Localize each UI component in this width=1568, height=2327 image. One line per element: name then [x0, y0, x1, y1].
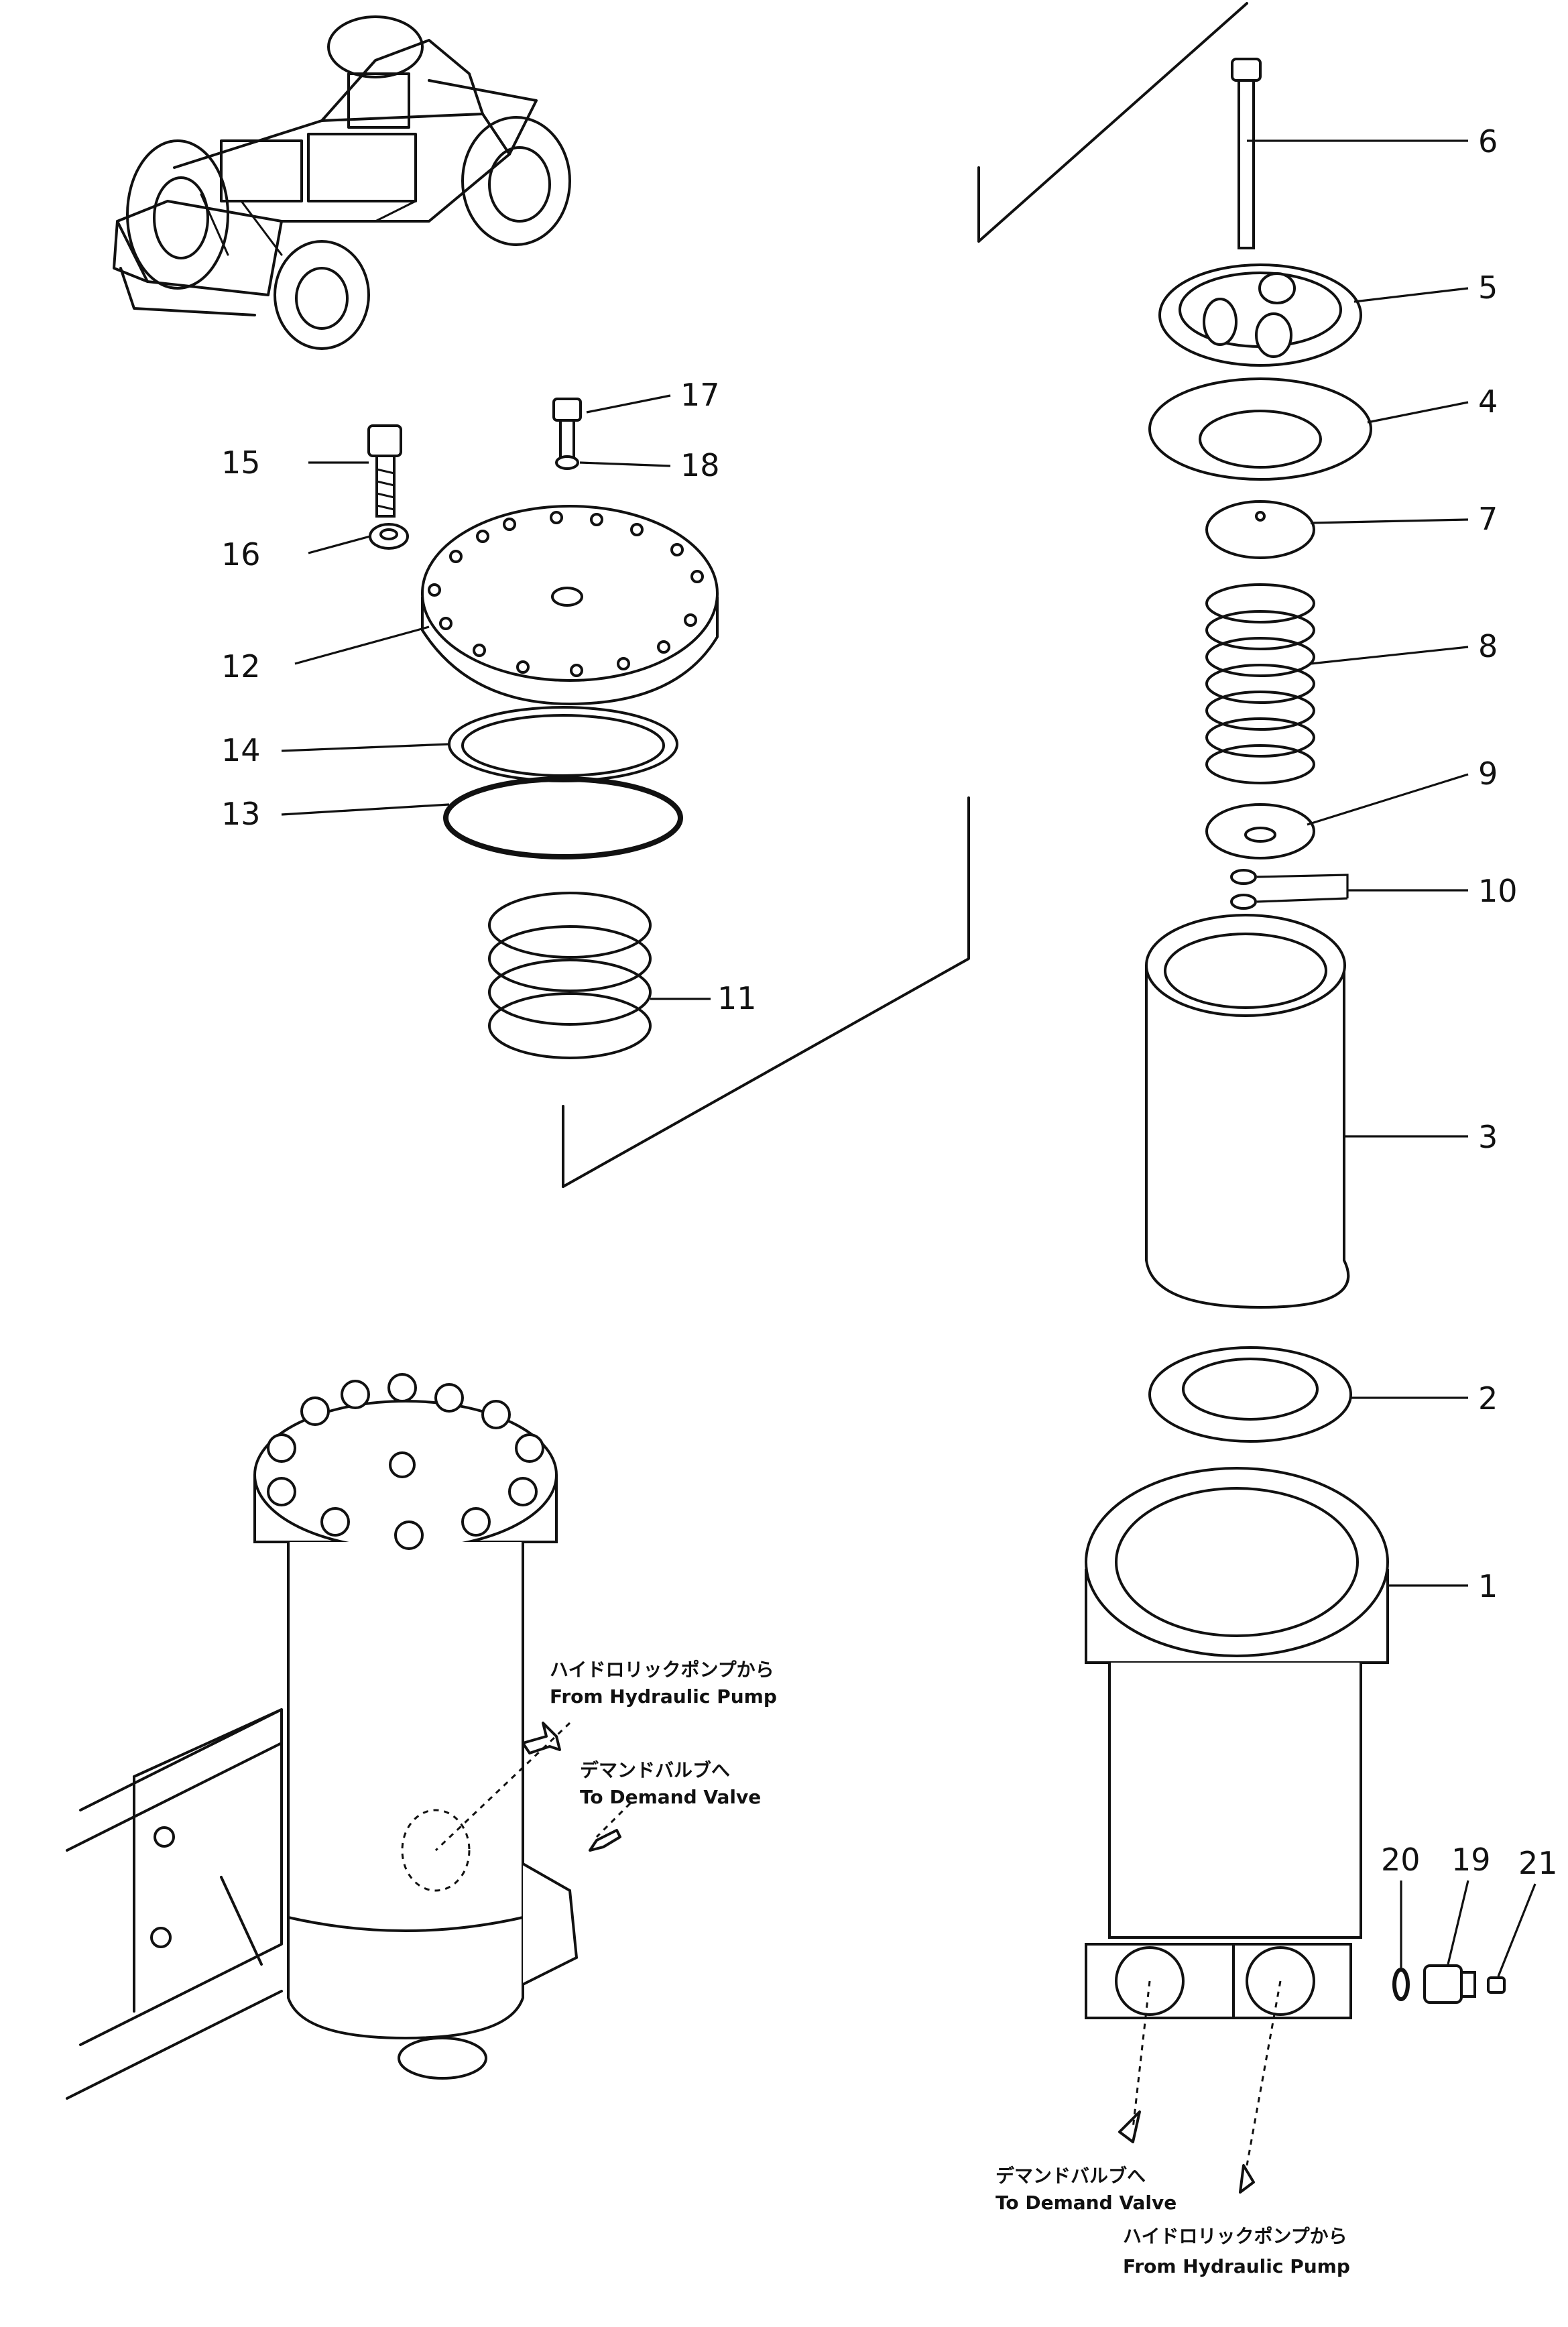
bolt-17 [552, 398, 582, 462]
note-from-pump-jp: ハイドロリックポンプから [550, 1659, 774, 1681]
washer-18 [555, 455, 579, 470]
callout-15: 15 [221, 444, 261, 481]
plug-21 [1487, 1976, 1506, 1994]
callout-7: 7 [1478, 501, 1498, 537]
oring-14 [448, 706, 678, 782]
callout-10: 10 [1478, 873, 1518, 909]
callout-20: 20 [1381, 1842, 1421, 1878]
note-body-to-valve-jp: デマンドバルブへ [996, 2165, 1146, 2187]
cap-7 [1205, 500, 1315, 559]
filter-element-3 [1145, 914, 1350, 1309]
callout-8: 8 [1478, 628, 1498, 664]
callout-12: 12 [221, 648, 261, 684]
note-to-valve-en: To Demand Valve [580, 1786, 761, 1808]
callout-17: 17 [680, 377, 720, 413]
callout-4: 4 [1478, 383, 1498, 420]
plate-5 [1158, 263, 1362, 367]
vehicle-thumbnail [113, 15, 571, 350]
washer-16 [369, 523, 409, 550]
callout-2: 2 [1478, 1380, 1498, 1417]
callout-16: 16 [221, 536, 261, 573]
oring-13 [443, 776, 683, 859]
cover-12 [421, 505, 719, 706]
plate-9 [1205, 803, 1315, 859]
seat-4 [1148, 377, 1372, 481]
nuts-10 [1230, 869, 1257, 910]
bolt-15 [367, 424, 402, 518]
callout-18: 18 [680, 447, 720, 483]
callout-11: 11 [717, 980, 757, 1016]
note-body-from-pump-jp: ハイドロリックポンプから [1123, 2225, 1347, 2247]
callout-13: 13 [221, 796, 261, 832]
flow-arrow-icon [522, 1722, 621, 1852]
note-body-to-valve-en: To Demand Valve [996, 2192, 1177, 2214]
plug-19 [1423, 1964, 1476, 2004]
callout-5: 5 [1478, 270, 1498, 306]
note-body-from-pump-en: From Hydraulic Pump [1123, 2255, 1350, 2277]
callout-6: 6 [1478, 123, 1498, 160]
callout-19: 19 [1451, 1842, 1491, 1878]
assembled-filter [66, 1373, 579, 2100]
filter-body-1 [1085, 1467, 1389, 2019]
callout-14: 14 [221, 732, 261, 768]
note-from-pump-en: From Hydraulic Pump [550, 1685, 777, 1708]
callout-1: 1 [1478, 1568, 1498, 1604]
bolt-6 [1231, 58, 1262, 249]
seal-2 [1148, 1346, 1352, 1443]
spring-11 [488, 892, 652, 1059]
spring-8 [1205, 583, 1315, 784]
callout-9: 9 [1478, 756, 1498, 792]
callout-21: 21 [1518, 1845, 1558, 1881]
note-to-valve-jp: デマンドバルブへ [580, 1759, 730, 1781]
callout-3: 3 [1478, 1119, 1498, 1155]
oring-20 [1392, 1968, 1410, 2001]
